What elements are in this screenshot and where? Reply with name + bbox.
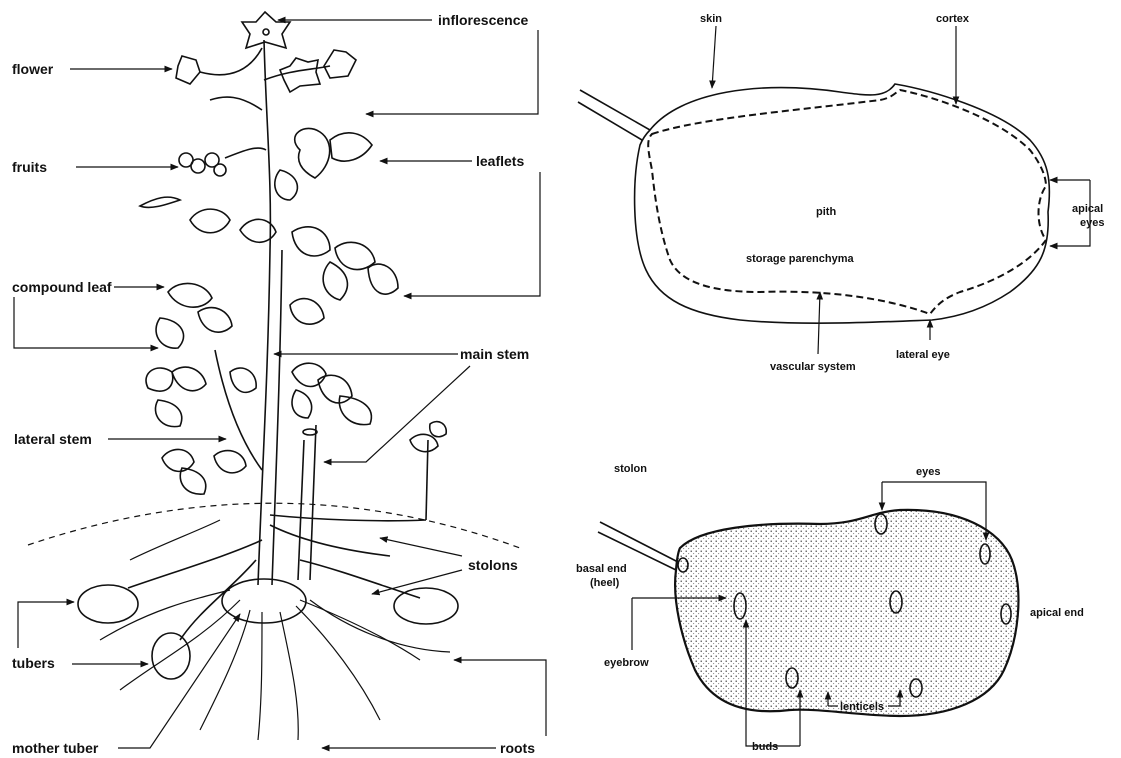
label-fruits: fruits: [12, 159, 47, 175]
label-leaflets: leaflets: [476, 153, 524, 169]
mother-tuber-drawing: [222, 579, 306, 623]
plant-illustration: inflorescence flower fruits leaflets com…: [12, 12, 546, 756]
label-lateral-eye: lateral eye: [896, 349, 950, 361]
fruits-drawing: [179, 148, 266, 176]
label-apical-end: apical end: [1030, 607, 1084, 619]
label-storage-parenchyma: storage parenchyma: [746, 253, 854, 265]
label-roots: roots: [500, 740, 535, 756]
tuber-exterior-diagram: stolon eyes basal end (heel) apical end …: [576, 463, 1084, 753]
label-vascular-system: vascular system: [770, 361, 856, 373]
label-mother-tuber: mother tuber: [12, 740, 99, 756]
label-compound-leaf: compound leaf: [12, 279, 112, 295]
tuber-exterior-outline: [675, 510, 1018, 716]
label-apical-eyes-line2: eyes: [1080, 217, 1104, 229]
roots-drawing: [100, 515, 450, 740]
label-inflorescence: inflorescence: [438, 12, 528, 28]
label-eyes: eyes: [916, 466, 940, 478]
label-pith: pith: [816, 206, 836, 218]
pith-region: [648, 90, 1046, 314]
label-apical-eyes-line1: apical: [1072, 203, 1103, 215]
label-flower: flower: [12, 61, 54, 77]
leaves-drawing: [140, 128, 446, 520]
label-main-stem: main stem: [460, 346, 529, 362]
label-basal-end-line2: (heel): [590, 577, 620, 589]
label-lateral-stem: lateral stem: [14, 431, 92, 447]
label-cortex: cortex: [936, 13, 970, 25]
label-tubers: tubers: [12, 655, 55, 671]
label-skin: skin: [700, 13, 722, 25]
label-basal-end-line1: basal end: [576, 563, 627, 575]
plant-leader-lines: [14, 20, 546, 748]
label-lenticels: lenticels: [840, 701, 884, 713]
label-eyebrow: eyebrow: [604, 657, 649, 669]
label-stolon: stolon: [614, 463, 647, 475]
tuber-section-diagram: skin cortex pith apical eyes storage par…: [578, 13, 1104, 373]
label-stolons: stolons: [468, 557, 518, 573]
label-buds: buds: [752, 741, 778, 753]
